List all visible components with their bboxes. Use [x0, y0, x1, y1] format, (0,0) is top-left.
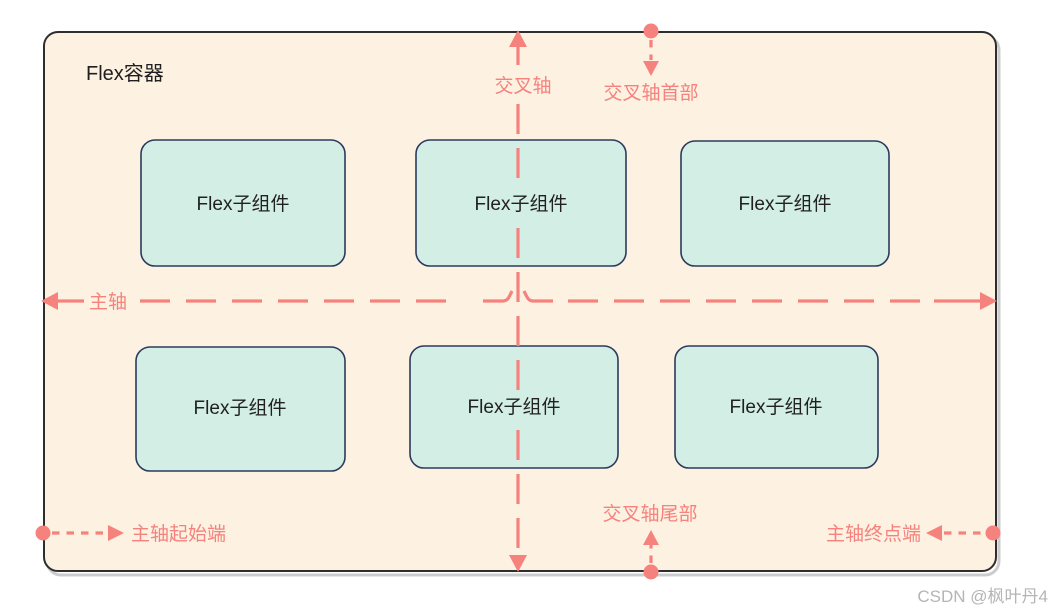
flex-item-box — [135, 346, 346, 472]
cross-axis-end-callout — [643, 530, 659, 580]
cross-axis-start-label: 交叉轴首部 — [603, 82, 698, 104]
cross-axis-label: 交叉轴 — [494, 75, 551, 97]
cross-axis-start-callout — [643, 23, 659, 76]
flex-item-label: Flex子组件 — [475, 193, 568, 215]
container-label: Flex容器 — [86, 62, 164, 85]
dot-marker — [643, 23, 659, 39]
flex-items — [135, 139, 890, 472]
arrow-right-icon — [980, 292, 997, 310]
watermark-text: CSDN @枫叶丹4 — [917, 587, 1048, 606]
arrow-up-icon — [643, 530, 659, 545]
flex-item-label: Flex子组件 — [739, 193, 832, 215]
main-axis-label: 主轴 — [89, 291, 127, 313]
arrow-up-icon — [509, 30, 527, 47]
flex-item-box — [409, 345, 619, 469]
main-axis-end-callout — [926, 525, 1001, 541]
main-axis-hop-left — [483, 290, 514, 303]
main-axis-hop-right — [522, 290, 553, 303]
dot-marker — [985, 525, 1001, 541]
cross-axis — [509, 30, 527, 572]
arrow-left-icon — [41, 292, 58, 310]
cross-axis-end-label: 交叉轴尾部 — [602, 503, 697, 525]
flex-item-label: Flex子组件 — [730, 396, 823, 418]
arrow-right-icon — [108, 525, 124, 541]
arrow-down-icon — [643, 61, 659, 76]
dot-marker — [643, 564, 659, 580]
flex-item-box — [674, 345, 879, 469]
flex-container — [43, 31, 1001, 577]
main-axis-start-label: 主轴起始端 — [131, 523, 226, 545]
flex-item-label: Flex子组件 — [194, 397, 287, 419]
arrow-down-icon — [509, 555, 527, 572]
flex-item-box — [140, 139, 346, 267]
flex-item-label: Flex子组件 — [197, 193, 290, 215]
dot-marker — [35, 525, 51, 541]
arrow-left-icon — [926, 525, 942, 541]
main-axis-end-label: 主轴终点端 — [826, 523, 921, 545]
flex-item-box — [680, 140, 890, 267]
main-axis-start-callout — [35, 525, 124, 541]
main-axis — [41, 290, 997, 310]
flex-item-box — [415, 139, 627, 267]
flex-item-label: Flex子组件 — [468, 396, 561, 418]
